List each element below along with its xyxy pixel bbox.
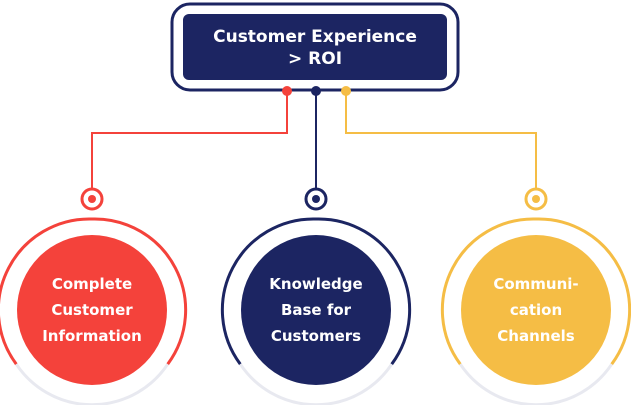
node-communication-channels: Communi- cation Channels [440,187,631,405]
header-line-2: > ROI [288,49,342,69]
node-navy-line-1: Knowledge [269,275,362,293]
node-yellow-line-1: Communi- [493,275,578,293]
node-knowledge-base: Knowledge Base for Customers [220,187,412,405]
outer-arc-navy [220,217,412,366]
outer-arc-yellow [440,217,631,366]
connector-yellow [341,86,537,192]
node-red-line-2: Customer [51,301,133,319]
header-line-1: Customer Experience [213,27,417,47]
node-red-line-1: Complete [52,275,132,293]
node-yellow-line-2: cation [510,301,562,319]
connector-dot-navy [311,86,321,96]
node-complete-customer-information: Complete Customer Information [0,187,188,405]
node-yellow-line-3: Channels [497,327,574,345]
node-red-line-3: Information [42,327,142,345]
connector-dot-yellow [341,86,351,96]
outer-arc-red [0,217,188,366]
connector-red [91,86,292,192]
header-box: Customer Experience > ROI [170,2,460,92]
circle-navy [241,235,391,385]
connector-navy [311,86,321,192]
connector-line-red [91,91,288,192]
node-navy-line-3: Customers [271,327,361,345]
pin-marker-navy-center [312,195,320,203]
header-inner-panel [183,14,447,80]
pin-marker-red-center [88,195,96,203]
connector-line-yellow [345,91,537,192]
node-navy-line-2: Base for [281,301,352,319]
circle-yellow [461,235,611,385]
connector-dot-red [282,86,292,96]
pin-marker-yellow-center [532,195,540,203]
circle-red [17,235,167,385]
